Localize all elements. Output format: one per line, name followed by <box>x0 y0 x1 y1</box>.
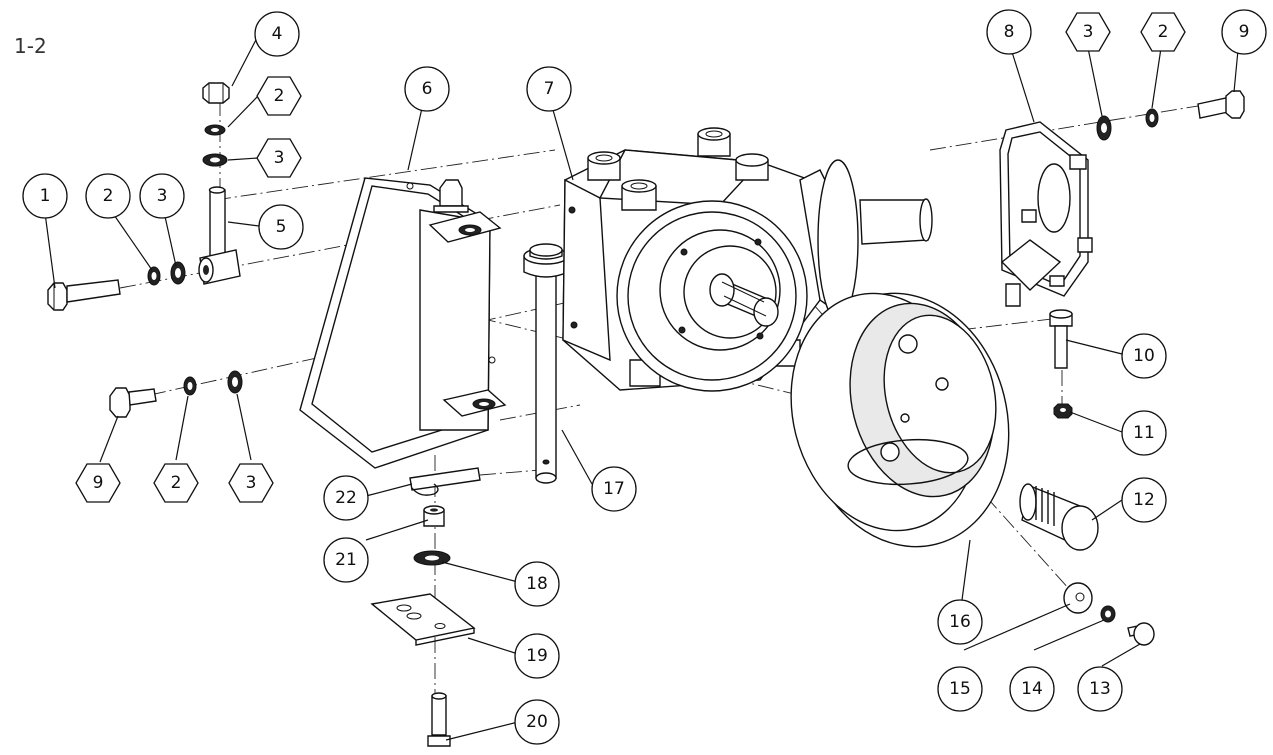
part-1-hex-bolt <box>47 279 121 311</box>
callout-14: 14 <box>1009 666 1055 712</box>
callout-12-label: 12 <box>1133 490 1155 510</box>
part-22-clip <box>409 467 481 496</box>
callout-15-label: 15 <box>949 679 971 699</box>
callout-16: 16 <box>937 599 983 645</box>
callout-6-label: 6 <box>422 79 433 99</box>
callout-22-label: 22 <box>335 488 357 508</box>
callout-6: 6 <box>404 66 450 112</box>
callout-9-hex-lower: 9 <box>75 463 121 503</box>
callout-2-hex-top: 2 <box>256 76 302 116</box>
callout-4: 4 <box>254 11 300 57</box>
part-18-flat-washer <box>413 550 451 566</box>
part-9-hex-bolt-lower <box>109 387 157 418</box>
callout-2-hex-right-label: 2 <box>1158 22 1169 42</box>
part-6-guard-bracket <box>299 177 507 469</box>
callout-16-label: 16 <box>949 612 971 632</box>
part-4-hex-nut <box>202 82 230 104</box>
callout-7-label: 7 <box>544 79 555 99</box>
callout-2-hex-lower-label: 2 <box>171 473 182 493</box>
leader-lines <box>44 33 1239 741</box>
callout-18-label: 18 <box>526 574 548 594</box>
callout-9-hex-lower-label: 9 <box>93 473 104 493</box>
callout-17: 17 <box>591 466 637 512</box>
part-3-flat-washer-lower <box>227 370 243 394</box>
callout-10: 10 <box>1121 333 1167 379</box>
callout-3-hex-lower: 3 <box>228 463 274 503</box>
part-15-flat-washer <box>1063 582 1093 614</box>
part-2-lock-washer-left <box>147 266 161 286</box>
part-11-nut <box>1053 403 1073 419</box>
callout-3-hex-right: 3 <box>1065 12 1111 52</box>
part-10-bolt <box>1049 309 1073 369</box>
callout-11-label: 11 <box>1133 423 1155 443</box>
part-7-gearbox <box>562 127 933 392</box>
callout-7: 7 <box>526 66 572 112</box>
callout-2-hex-right: 2 <box>1140 12 1186 52</box>
part-2-lock-washer-top <box>204 124 226 136</box>
callout-17-label: 17 <box>603 479 625 499</box>
callout-10-label: 10 <box>1133 346 1155 366</box>
callout-2-left-label: 2 <box>103 186 114 206</box>
callout-14-label: 14 <box>1021 679 1043 699</box>
callout-3-left-label: 3 <box>157 186 168 206</box>
part-21-nut <box>423 505 445 527</box>
callout-2-hex-top-label: 2 <box>274 86 285 106</box>
callout-12: 12 <box>1121 477 1167 523</box>
callout-3-left: 3 <box>139 173 185 219</box>
callout-5-label: 5 <box>276 217 287 237</box>
callout-20-label: 20 <box>526 712 548 732</box>
callout-5: 5 <box>258 204 304 250</box>
part-19-mounting-plate <box>370 593 476 646</box>
callout-20: 20 <box>514 699 560 745</box>
callout-3-hex-right-label: 3 <box>1083 22 1094 42</box>
callout-4-label: 4 <box>272 24 283 44</box>
part-2-lock-washer-lower <box>183 376 197 396</box>
callout-19-label: 19 <box>526 646 548 666</box>
callout-3-hex-top-label: 3 <box>274 148 285 168</box>
part-9-hex-bolt-right <box>1197 90 1245 119</box>
callout-8-label: 8 <box>1004 22 1015 42</box>
callout-22: 22 <box>323 475 369 521</box>
part-16-housing <box>790 292 1010 548</box>
part-12-plug <box>1019 483 1099 551</box>
part-13-screw <box>1127 622 1155 646</box>
part-2-lock-washer-right <box>1145 108 1159 128</box>
callout-1: 1 <box>22 173 68 219</box>
part-20-bolt <box>427 692 451 747</box>
part-5-eye-rod <box>198 186 241 285</box>
callout-9-right: 9 <box>1221 9 1267 55</box>
callout-13-label: 13 <box>1089 679 1111 699</box>
callout-3-hex-lower-label: 3 <box>246 473 257 493</box>
callout-11: 11 <box>1121 410 1167 456</box>
callout-13: 13 <box>1077 666 1123 712</box>
page-label: 1-2 <box>14 34 47 58</box>
part-3-flat-washer-top <box>202 153 228 167</box>
part-8-mount-bracket <box>999 121 1093 307</box>
callout-21: 21 <box>323 537 369 583</box>
callout-3-hex-top: 3 <box>256 138 302 178</box>
callout-15: 15 <box>937 666 983 712</box>
callout-2-hex-lower: 2 <box>153 463 199 503</box>
callout-19: 19 <box>514 633 560 679</box>
part-17-pin <box>523 243 569 484</box>
callout-21-label: 21 <box>335 550 357 570</box>
callout-1-label: 1 <box>40 186 51 206</box>
callout-8: 8 <box>986 9 1032 55</box>
part-3-flat-washer-right <box>1096 115 1112 141</box>
callout-18: 18 <box>514 561 560 607</box>
callout-9-right-label: 9 <box>1239 22 1250 42</box>
part-14-lock-washer <box>1100 605 1116 623</box>
part-3-flat-washer-left <box>170 261 186 285</box>
callout-2-left: 2 <box>85 173 131 219</box>
